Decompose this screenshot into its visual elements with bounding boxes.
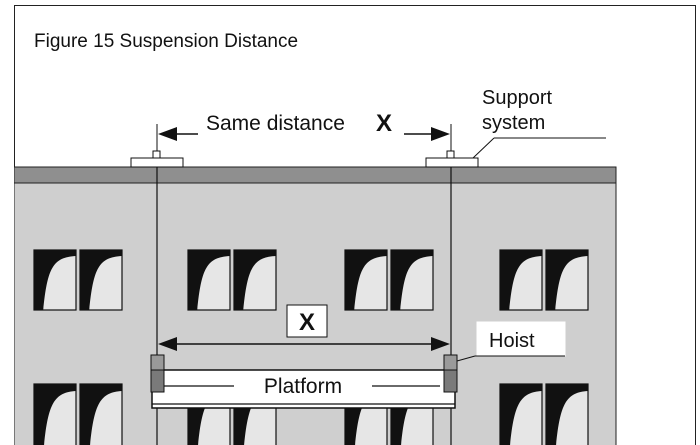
top-distance-label: Same distance xyxy=(206,112,345,135)
middle-dimension: X xyxy=(158,304,450,351)
left-support xyxy=(130,150,184,168)
window-shadow xyxy=(500,250,542,310)
top-distance-symbol: X xyxy=(376,110,392,137)
window-row-upper xyxy=(33,249,589,311)
window-shadow xyxy=(234,250,276,310)
top-dimension: Same distance X xyxy=(156,110,452,151)
window-shadow xyxy=(80,250,122,310)
roof-parapet xyxy=(14,166,617,184)
hoist-label: Hoist xyxy=(489,330,535,352)
right-hoist xyxy=(443,354,458,393)
window-shadow xyxy=(546,384,588,445)
platform: Platform xyxy=(151,369,456,409)
support-system-callout: Support system xyxy=(472,87,606,159)
hoist-callout: Hoist xyxy=(456,321,566,362)
window-shadow xyxy=(34,384,76,445)
window-shadow xyxy=(34,250,76,310)
window-shadow xyxy=(80,384,122,445)
figure-caption: Figure 15 Suspension Distance xyxy=(34,31,298,52)
left-hoist xyxy=(150,354,165,393)
support-label-line1: Support xyxy=(482,87,552,109)
window-shadow xyxy=(188,250,230,310)
window-shadow xyxy=(345,250,387,310)
window-shadow xyxy=(500,384,542,445)
window-shadow xyxy=(391,250,433,310)
platform-label: Platform xyxy=(264,375,342,398)
support-label-line2: system xyxy=(482,112,545,134)
middle-distance-symbol: X xyxy=(299,309,315,336)
window-shadow xyxy=(546,250,588,310)
